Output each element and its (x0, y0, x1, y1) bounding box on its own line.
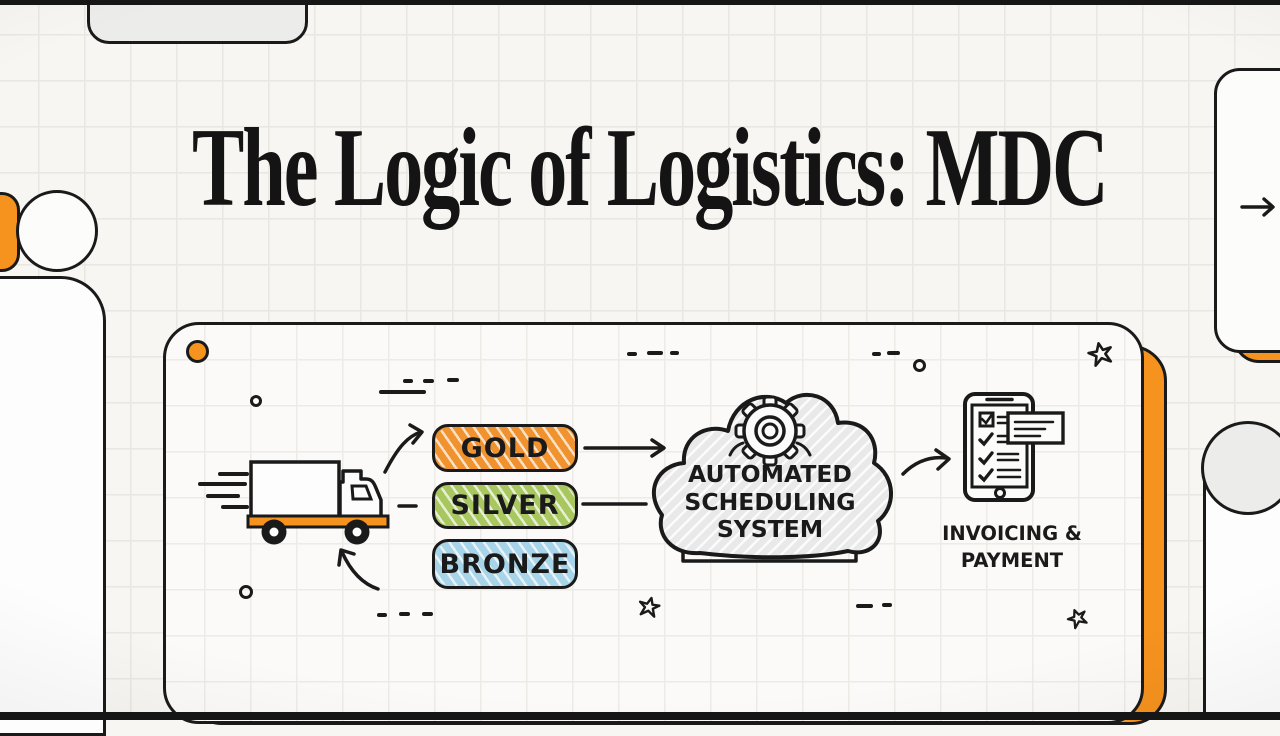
checklist-icon (978, 411, 1022, 483)
scheduling-cloud-icon (651, 392, 893, 560)
dash-mark (856, 604, 873, 608)
right-card-arrow-icon (1240, 197, 1275, 217)
dash-mark (422, 612, 433, 616)
gear-icon (728, 395, 812, 467)
dot-mark (250, 395, 262, 407)
deco-right-circle (1201, 421, 1280, 515)
dash-mark (887, 351, 900, 355)
speed-lines-icon (198, 472, 249, 509)
deco-left-circle (16, 190, 98, 272)
dash-mark (447, 378, 459, 382)
invoice-popup-icon (1006, 411, 1065, 445)
invoicing-label-line2: PAYMENT (960, 549, 1064, 573)
dash-mark (379, 390, 426, 394)
invoice-phone-icon (963, 392, 1065, 502)
tier-label-silver: SILVER (450, 490, 560, 521)
tier-label-gold: GOLD (460, 432, 550, 464)
deco-left-panel (0, 276, 106, 736)
dash-mark (670, 351, 679, 355)
cloud-label-line3: SYSTEM (716, 515, 824, 544)
tier-label-bronze: BRONZE (439, 548, 571, 580)
dash-mark (399, 612, 410, 616)
cloud-label-line2: SCHEDULING (684, 487, 856, 516)
accent-dot (186, 340, 209, 363)
cloud-label-line1: AUTOMATED (688, 460, 852, 488)
tier-pill-silver: SILVER (432, 482, 578, 529)
invoicing-label: INVOICING & PAYMENT (933, 520, 1091, 575)
page-title: The Logic of Logistics: MDC (192, 106, 1109, 230)
dash-mark (403, 379, 413, 383)
dash-mark (423, 379, 434, 383)
arrow-truck-to-gold (383, 430, 423, 474)
dash-mark (627, 352, 637, 356)
star-icon (1087, 342, 1113, 367)
dash-mark (647, 351, 663, 355)
dot-mark (913, 359, 926, 372)
arrow-cloud-to-phone (901, 455, 948, 476)
letterbox-top (0, 0, 1280, 5)
dash-mark (872, 352, 881, 356)
letterbox-bottom (0, 712, 1280, 720)
delivery-truck-icon (198, 460, 390, 545)
invoicing-label-line1: INVOICING & (942, 522, 1082, 545)
tier-pill-bronze: BRONZE (432, 539, 578, 589)
dash-mark (882, 603, 892, 607)
dash-mark (377, 613, 387, 617)
cloud-label: AUTOMATED SCHEDULING SYSTEM (666, 460, 874, 544)
arrow-up-to-truck (340, 550, 380, 591)
dot-mark (239, 585, 253, 599)
tier-pill-gold: GOLD (432, 424, 578, 472)
star-icon (1066, 609, 1088, 630)
star-icon (638, 596, 661, 618)
deco-top-pill (87, 0, 308, 44)
